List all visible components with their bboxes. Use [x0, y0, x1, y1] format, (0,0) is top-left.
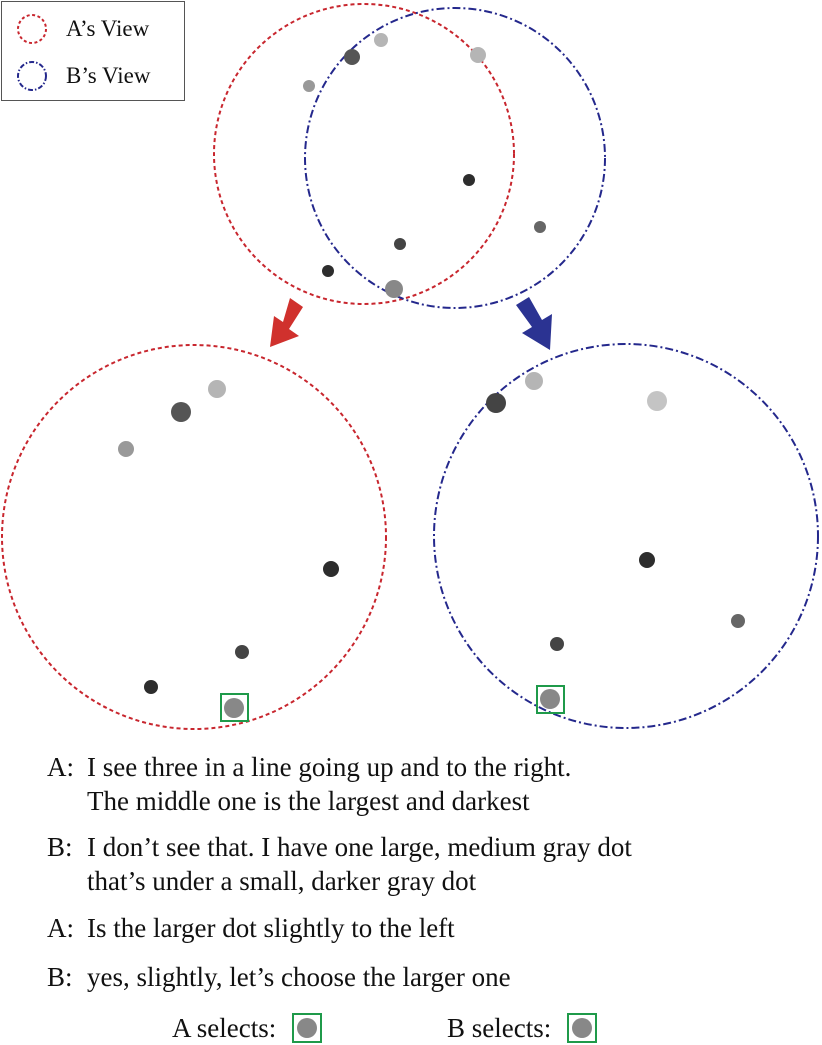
- utterance: B: yes, slightly, let’s choose the larger…: [47, 960, 511, 994]
- top-dot: [303, 80, 315, 92]
- arrow-to-view-a: [270, 298, 303, 347]
- speaker-label: B:: [47, 832, 73, 862]
- legend-item-a: A’s View: [16, 12, 149, 46]
- view-a-dot: [144, 680, 158, 694]
- selected-dot-icon: [567, 1013, 598, 1043]
- utterance: B: I don’t see that. I have one large, me…: [47, 830, 632, 898]
- view-a-dot: [208, 380, 226, 398]
- view-a-circle: [1, 344, 387, 730]
- top-dot: [322, 265, 334, 277]
- legend: A’s View B’s View: [1, 1, 185, 101]
- dash-dot-circle-icon: [17, 61, 47, 91]
- view-a-dot: [323, 561, 339, 577]
- view-a-selection-box: [220, 693, 249, 722]
- top-view-a-circle: [213, 3, 515, 305]
- view-a-dot: [235, 645, 249, 659]
- a-selection-label: A selects:: [172, 1013, 277, 1043]
- top-view-b-circle: [304, 7, 606, 309]
- top-dot: [463, 174, 475, 186]
- dashed-circle-icon: [17, 14, 47, 44]
- legend-label-b: B’s View: [66, 63, 151, 88]
- selected-dot-icon: [292, 1013, 323, 1043]
- top-dot: [394, 238, 406, 250]
- utterance-text: Is the larger dot slightly to the left: [87, 913, 455, 943]
- speaker-label: A:: [47, 913, 74, 943]
- utterance-text: I don’t see that. I have one large, medi…: [87, 832, 632, 862]
- legend-label-a: A’s View: [66, 16, 150, 41]
- arrow-to-view-b: [516, 297, 552, 350]
- view-b-selection-box: [536, 685, 565, 714]
- view-b-selected-dot[interactable]: [540, 689, 560, 709]
- top-dot: [385, 280, 403, 298]
- b-selection-label: B selects:: [447, 1013, 552, 1043]
- top-dot: [374, 33, 388, 47]
- view-b-dot: [486, 393, 506, 413]
- view-b-circle: [433, 343, 819, 729]
- view-b-dot: [731, 614, 745, 628]
- utterance: A: I see three in a line going up and to …: [47, 750, 571, 818]
- view-b-dot: [639, 552, 655, 568]
- speaker-label: B:: [47, 962, 73, 992]
- utterance: A: Is the larger dot slightly to the left: [47, 911, 455, 945]
- speaker-label: A:: [47, 752, 74, 782]
- top-dot: [344, 49, 360, 65]
- utterance-text: The middle one is the largest and darkes…: [87, 786, 530, 816]
- b-selection: B selects:: [447, 1011, 598, 1045]
- utterance-text: I see three in a line going up and to th…: [87, 752, 572, 782]
- view-b-dot: [525, 372, 543, 390]
- top-dot: [470, 47, 486, 63]
- utterance-text: yes, slightly, let’s choose the larger o…: [87, 962, 511, 992]
- a-selection: A selects:: [172, 1011, 323, 1045]
- utterance-text: that’s under a small, darker gray dot: [87, 866, 477, 896]
- view-b-dot: [550, 637, 564, 651]
- view-b-dot: [647, 391, 667, 411]
- view-a-dot: [118, 441, 134, 457]
- view-a-dot: [171, 402, 191, 422]
- top-dot: [534, 221, 546, 233]
- legend-item-b: B’s View: [16, 59, 150, 93]
- view-a-selected-dot[interactable]: [224, 698, 244, 718]
